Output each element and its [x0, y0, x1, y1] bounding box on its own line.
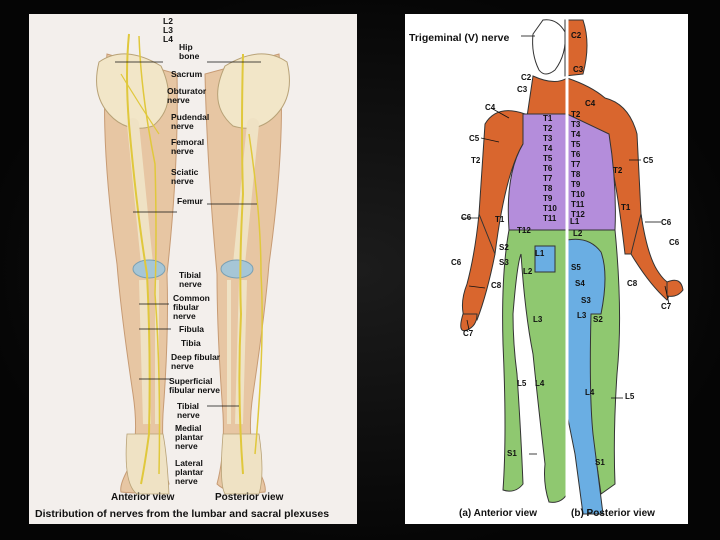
label-pudendal-nerve: Pudendal nerve [171, 112, 210, 131]
label-sacrum: Sacrum [171, 69, 203, 79]
front-label-t8: T8 [543, 184, 553, 193]
front-label-t11: T11 [543, 214, 557, 223]
front-label-t6: T6 [543, 164, 553, 173]
label-femoral-nerve: Femoral nerve [171, 137, 205, 156]
back-label-t12: T12 [571, 210, 585, 219]
label-l4: L4 [163, 34, 173, 44]
posterior-view-caption: Posterior view [215, 492, 284, 503]
label-femur: Femur [177, 196, 203, 206]
label-deep-fibular-nerve: Deep fibular nerve [171, 352, 221, 371]
label-lateral-plantar-nerve: Lateral plantar nerve [175, 458, 204, 486]
lower-limb-illustration [96, 33, 290, 495]
front-label-t5: T5 [543, 154, 553, 163]
label-c5-right: C5 [643, 156, 654, 165]
front-label-t9: T9 [543, 194, 553, 203]
label-t1-left: T1 [495, 215, 505, 224]
label-fibula: Fibula [179, 324, 205, 334]
back-label-t10: T10 [571, 190, 585, 199]
front-label-t7: T7 [543, 174, 553, 183]
label-common-fibular-nerve: Common fibular nerve [173, 293, 210, 321]
label-l4-back: L4 [585, 388, 595, 397]
lower-limb-nerves-figure: L2 L3 L4 Hip bone Sacrum Obturator nerve… [29, 14, 357, 524]
label-l4-front: L4 [535, 379, 545, 388]
back-label-t9: T9 [571, 180, 581, 189]
back-label-t6: T6 [571, 150, 581, 159]
label-hip-bone: Hip bone [179, 42, 200, 61]
label-s2-left: S2 [499, 243, 509, 252]
label-c6-farright: C6 [669, 238, 680, 247]
front-label-t10: T10 [543, 204, 557, 213]
label-l5-front: L5 [517, 379, 527, 388]
label-l2-back: L2 [573, 229, 583, 238]
label-l2-front: L2 [523, 267, 533, 276]
label-tibia: Tibia [181, 338, 201, 348]
label-l3-back: L3 [577, 311, 587, 320]
back-label-t11: T11 [571, 200, 585, 209]
label-c6-right: C6 [661, 218, 672, 227]
label-medial-plantar-nerve: Medial plantar nerve [175, 423, 204, 451]
label-tibial-nerve-top: Tibial nerve [179, 270, 202, 289]
label-t1-right: T1 [621, 203, 631, 212]
front-label-t1: T1 [543, 114, 553, 123]
label-s1-back: S1 [595, 458, 605, 467]
anterior-view-caption: Anterior view [111, 492, 175, 503]
dermatome-illustration [460, 14, 684, 519]
figure-caption: Distribution of nerves from the lumbar a… [35, 508, 330, 520]
label-c8-right: C8 [627, 279, 638, 288]
label-c5-left: C5 [469, 134, 480, 143]
label-tibial-nerve-bottom: Tibial nerve [177, 401, 200, 420]
label-c7-right: C7 [661, 302, 672, 311]
label-c7-left: C7 [463, 329, 474, 338]
label-sciatic-nerve: Sciatic nerve [171, 167, 199, 186]
label-l1-back: L1 [570, 217, 580, 226]
label-c3-top: C3 [573, 65, 584, 74]
back-label-t8: T8 [571, 170, 581, 179]
label-s4-back: S4 [575, 279, 585, 288]
label-c3-left: C3 [517, 85, 528, 94]
dermatome-figure: Trigeminal (V) nerve C2 C3 C2 C3 C4 C4 C… [405, 14, 688, 524]
trigeminal-nerve-label: Trigeminal (V) nerve [409, 32, 510, 44]
anterior-view-caption-b: (a) Anterior view [459, 508, 537, 519]
label-s2-back: S2 [593, 315, 603, 324]
label-c6-left: C6 [461, 213, 472, 222]
label-c8-left: C8 [491, 281, 502, 290]
label-s1-front: S1 [507, 449, 517, 458]
label-c4-right: C4 [585, 99, 596, 108]
label-c4-left: C4 [485, 103, 496, 112]
front-label-t3: T3 [543, 134, 553, 143]
label-s5-back: S5 [571, 263, 581, 272]
back-label-t5: T5 [571, 140, 581, 149]
label-obturator-nerve: Obturator nerve [167, 86, 207, 105]
back-label-t7: T7 [571, 160, 581, 169]
back-label-t4: T4 [571, 130, 581, 139]
label-t12-left: T12 [517, 226, 531, 235]
label-t2-left: T2 [471, 156, 481, 165]
label-l1-front: L1 [535, 249, 545, 258]
back-label-t2: T2 [571, 110, 581, 119]
back-label-t3: T3 [571, 120, 581, 129]
label-l2: L2 [163, 16, 173, 26]
label-c2-top: C2 [571, 31, 582, 40]
posterior-view-caption-b: (b) Posterior view [571, 508, 655, 519]
front-label-t2: T2 [543, 124, 553, 133]
label-s3-back: S3 [581, 296, 591, 305]
label-l3-front: L3 [533, 315, 543, 324]
label-s3-left: S3 [499, 258, 509, 267]
label-superficial-fibular-nerve: Superficial fibular nerve [169, 376, 221, 395]
front-label-t4: T4 [543, 144, 553, 153]
label-c2-left: C2 [521, 73, 532, 82]
label-l5-back: L5 [625, 392, 635, 401]
label-l3: L3 [163, 25, 173, 35]
label-c6-lowleft: C6 [451, 258, 462, 267]
label-t2-right: T2 [613, 166, 623, 175]
